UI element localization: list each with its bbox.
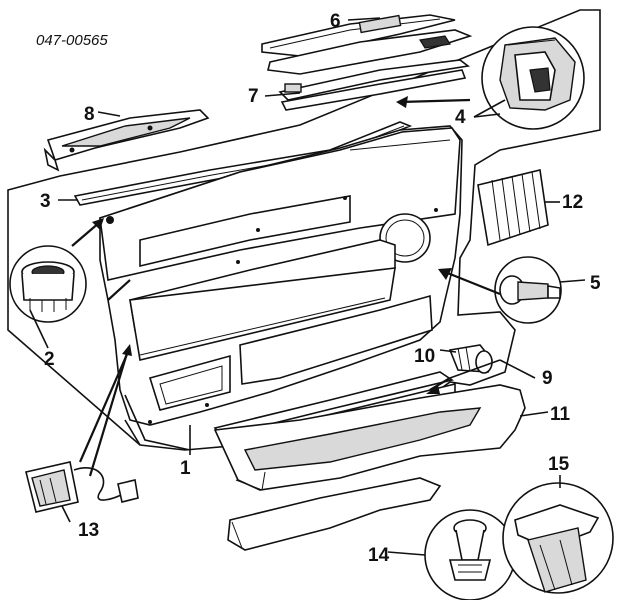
part-4-clip-inset	[481, 26, 585, 130]
callout-12: 12	[562, 192, 583, 213]
callout-9: 9	[542, 368, 553, 389]
callout-6: 6	[330, 11, 341, 32]
callout-11: 11	[550, 404, 571, 425]
leader-lines	[29, 17, 586, 556]
callout-7: 7	[248, 86, 259, 107]
part-13-switch-harness	[25, 461, 139, 513]
callout-5: 5	[590, 273, 601, 294]
callout-15: 15	[548, 454, 570, 475]
callout-3: 3	[40, 191, 51, 212]
part-2-grommet-inset	[9, 245, 87, 323]
callout-10: 10	[414, 346, 435, 367]
part-15-trim-clip-inset	[502, 482, 614, 594]
part-11-armrest	[213, 384, 526, 491]
callout-2: 2	[44, 349, 55, 370]
part-1-door-panel	[99, 125, 463, 451]
part-12-vent-grille	[477, 169, 549, 247]
callout-4: 4	[455, 107, 466, 128]
part-5-push-clip-inset	[494, 256, 562, 324]
part-14-push-pin-inset	[424, 509, 516, 600]
armrest-pad	[227, 477, 442, 551]
callout-8: 8	[84, 104, 95, 125]
part-8-pull-handle-bracket	[43, 109, 210, 172]
part-code-label: 047-00565	[36, 32, 108, 49]
part-10-plug	[448, 344, 493, 374]
part-7-rail-strip	[278, 59, 470, 111]
callout-14: 14	[368, 545, 390, 566]
callout-1: 1	[180, 458, 191, 479]
callout-13: 13	[78, 520, 99, 541]
part-6-upper-rail	[261, 14, 473, 75]
callout-labels: 1 2 3 4 5 6 7 8 9 10 11 12 13 14 15	[40, 11, 601, 566]
